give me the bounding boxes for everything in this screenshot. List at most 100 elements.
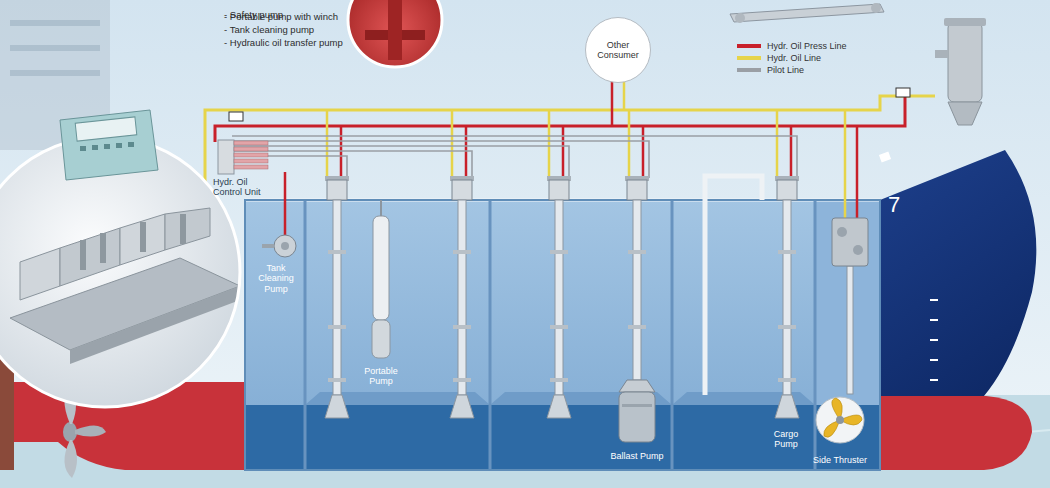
node-text: Other Consumer bbox=[591, 40, 645, 61]
cargo-hold bbox=[671, 200, 674, 470]
superstructure bbox=[10, 20, 100, 26]
cargo-pump bbox=[327, 180, 347, 200]
control-console bbox=[80, 146, 86, 151]
cargo-hold bbox=[305, 200, 815, 470]
control-console bbox=[80, 142, 134, 151]
pump-list-item: - Tank cleaning pump bbox=[224, 25, 314, 36]
cargo-hold bbox=[489, 200, 492, 470]
cargo-pump bbox=[453, 378, 471, 382]
hull-number: 7 bbox=[888, 192, 900, 217]
cargo-pump bbox=[778, 250, 796, 254]
legend-row: Pilot Line bbox=[737, 64, 847, 76]
hydraulic-pipes bbox=[232, 151, 472, 178]
cargo-pump bbox=[550, 378, 568, 382]
control-console bbox=[104, 144, 110, 149]
cargo-pump bbox=[775, 395, 799, 418]
hydraulic-pipes bbox=[642, 126, 645, 178]
ballast-pump bbox=[628, 250, 646, 254]
cargo-pump bbox=[325, 176, 799, 418]
legend-swatch bbox=[737, 44, 761, 48]
ballast-pump bbox=[628, 325, 646, 329]
control-console bbox=[60, 110, 158, 180]
bow-hull bbox=[930, 300, 938, 380]
hydraulic-pipes bbox=[284, 172, 287, 236]
power-unit-cutaway bbox=[0, 137, 240, 407]
control-console bbox=[116, 143, 122, 148]
filter-unit bbox=[944, 18, 986, 26]
control-console bbox=[60, 110, 158, 180]
control-unit-manifold bbox=[218, 140, 268, 174]
cargo-pump bbox=[777, 180, 797, 200]
pump-list-item: - Hydraulic oil transfer pump bbox=[224, 38, 343, 49]
filter-unit bbox=[935, 18, 986, 125]
pressure-valve bbox=[229, 88, 910, 121]
hydraulic-pipes bbox=[232, 136, 797, 178]
control-unit-manifold bbox=[234, 159, 268, 163]
tank-cleaning-pump bbox=[281, 242, 289, 250]
hydraulic-pipes bbox=[326, 110, 329, 178]
hydraulic-pipes bbox=[465, 126, 468, 178]
cargo-pump bbox=[325, 395, 349, 418]
portable-pump bbox=[372, 200, 390, 358]
power-unit-cutaway bbox=[100, 233, 106, 263]
hydraulic-pipes bbox=[285, 80, 857, 236]
cargo-pump bbox=[458, 200, 466, 395]
power-unit-cutaway bbox=[60, 228, 120, 286]
ballast-pump bbox=[633, 200, 641, 380]
side-thruster bbox=[832, 218, 868, 266]
red-detail-circle bbox=[348, 0, 442, 67]
side-thruster bbox=[836, 416, 844, 424]
unit-label: Hydr. Oil Control Unit bbox=[213, 177, 267, 198]
pump-label: Tank Cleaning Pump bbox=[248, 263, 304, 294]
cargo-pump bbox=[783, 200, 791, 395]
hydraulic-pipes bbox=[790, 126, 793, 178]
cargo-hold bbox=[304, 200, 307, 470]
propeller bbox=[64, 440, 77, 478]
control-unit-manifold bbox=[234, 141, 268, 145]
side-thruster bbox=[816, 397, 864, 443]
ballast-pump bbox=[619, 392, 655, 442]
ballast-pump bbox=[619, 176, 655, 442]
control-console bbox=[92, 145, 98, 150]
pressure-valve bbox=[229, 112, 243, 121]
tank-cleaning-pump bbox=[274, 235, 296, 257]
portable-pump bbox=[373, 216, 389, 320]
cargo-pump bbox=[328, 250, 346, 254]
legend-swatch bbox=[737, 68, 761, 72]
cargo-pump bbox=[450, 395, 474, 418]
side-thruster bbox=[853, 245, 863, 255]
cargo-pump bbox=[555, 200, 563, 395]
filter-unit bbox=[948, 22, 982, 102]
portable-pump bbox=[380, 200, 382, 216]
power-unit-cutaway bbox=[120, 214, 165, 265]
cargo-pump bbox=[452, 180, 472, 200]
side-thruster bbox=[837, 227, 847, 237]
power-unit-cutaway bbox=[165, 208, 210, 250]
cargo-pump bbox=[549, 180, 569, 200]
power-unit-cutaway bbox=[80, 240, 86, 270]
hydraulic-pipes bbox=[232, 141, 649, 178]
ballast-pump bbox=[627, 180, 647, 200]
red-detail-circle bbox=[348, 0, 442, 67]
ballast-pump bbox=[619, 380, 655, 392]
filter-unit bbox=[948, 102, 982, 125]
cargo-hold bbox=[245, 200, 880, 470]
superstructure bbox=[10, 70, 100, 76]
pump-label: Ballast Pump bbox=[600, 451, 674, 461]
hydraulic-pipes bbox=[232, 136, 797, 178]
power-unit-cutaway bbox=[180, 214, 186, 244]
power-unit-cutaway bbox=[10, 208, 240, 364]
cargo-pump bbox=[778, 378, 796, 382]
hydraulic-pipes bbox=[340, 126, 343, 178]
control-console bbox=[128, 142, 134, 147]
legend-text: Hydr. Oil Press Line bbox=[767, 41, 847, 51]
tank-cleaning-pump bbox=[262, 235, 296, 257]
hydraulic-pipes bbox=[451, 110, 454, 178]
cargo-pump bbox=[453, 325, 471, 329]
cargo-pump bbox=[775, 176, 799, 418]
legend-text: Hydr. Oil Line bbox=[767, 53, 821, 63]
